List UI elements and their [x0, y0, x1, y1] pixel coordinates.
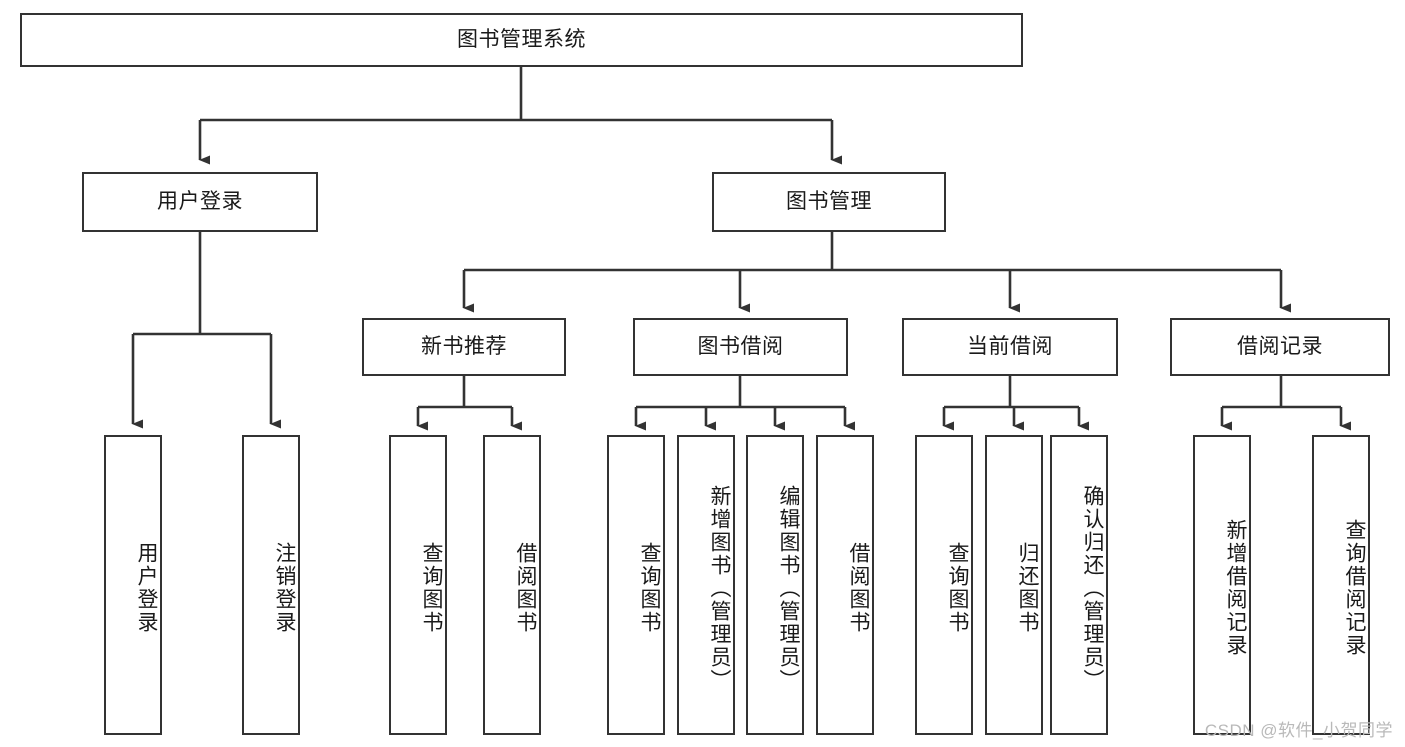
node-label: 归还图书: [1016, 542, 1039, 634]
node-label: 注销登录: [273, 542, 296, 634]
node-label: 图书借阅: [697, 335, 784, 359]
node-borrow-record[interactable]: 借阅记录: [1170, 318, 1390, 376]
node-label: 编辑图书（管理员）: [777, 484, 800, 692]
node-label: 查询图书: [946, 542, 969, 634]
node-label: 确认归还（管理员）: [1081, 484, 1104, 692]
node-leaf-borrow-book-recommend[interactable]: 借阅图书: [483, 435, 541, 735]
node-label: 查询图书: [420, 542, 443, 634]
node-label: 新增借阅记录: [1224, 519, 1247, 657]
node-leaf-return-book[interactable]: 归还图书: [985, 435, 1043, 735]
node-label: 用户登录: [157, 190, 243, 214]
node-book-borrow[interactable]: 图书借阅: [633, 318, 848, 376]
node-new-book-recommend[interactable]: 新书推荐: [362, 318, 566, 376]
node-leaf-query-book-borrow[interactable]: 查询图书: [607, 435, 665, 735]
node-label: 借阅图书: [514, 542, 537, 634]
node-label: 新书推荐: [421, 335, 507, 359]
node-leaf-logout-login[interactable]: 注销登录: [242, 435, 300, 735]
node-label: 查询图书: [638, 542, 661, 634]
node-label: 图书管理: [786, 190, 872, 214]
node-label: 查询借阅记录: [1343, 519, 1366, 657]
watermark-csdn: CSDN @软件_小贺同学: [1204, 721, 1393, 740]
node-book-management[interactable]: 图书管理: [712, 172, 946, 232]
node-leaf-add-borrow-record[interactable]: 新增借阅记录: [1193, 435, 1251, 735]
node-root-book-management-system[interactable]: 图书管理系统: [20, 13, 1023, 67]
node-label: 用户登录: [135, 542, 158, 634]
node-current-borrow[interactable]: 当前借阅: [902, 318, 1118, 376]
node-leaf-add-book-admin[interactable]: 新增图书（管理员）: [677, 435, 735, 735]
node-user-login[interactable]: 用户登录: [82, 172, 318, 232]
node-leaf-borrow-book-borrow[interactable]: 借阅图书: [816, 435, 874, 735]
node-label: 图书管理系统: [457, 28, 586, 52]
node-leaf-query-borrow-record[interactable]: 查询借阅记录: [1312, 435, 1370, 735]
node-leaf-edit-book-admin[interactable]: 编辑图书（管理员）: [746, 435, 804, 735]
node-label: 新增图书（管理员）: [708, 484, 731, 692]
node-leaf-query-book-current[interactable]: 查询图书: [915, 435, 973, 735]
node-leaf-user-login[interactable]: 用户登录: [104, 435, 162, 735]
node-leaf-query-book-recommend[interactable]: 查询图书: [389, 435, 447, 735]
node-label: 借阅图书: [847, 542, 870, 634]
node-label: 借阅记录: [1237, 335, 1323, 359]
node-leaf-confirm-return-admin[interactable]: 确认归还（管理员）: [1050, 435, 1108, 735]
node-label: 当前借阅: [967, 335, 1053, 359]
